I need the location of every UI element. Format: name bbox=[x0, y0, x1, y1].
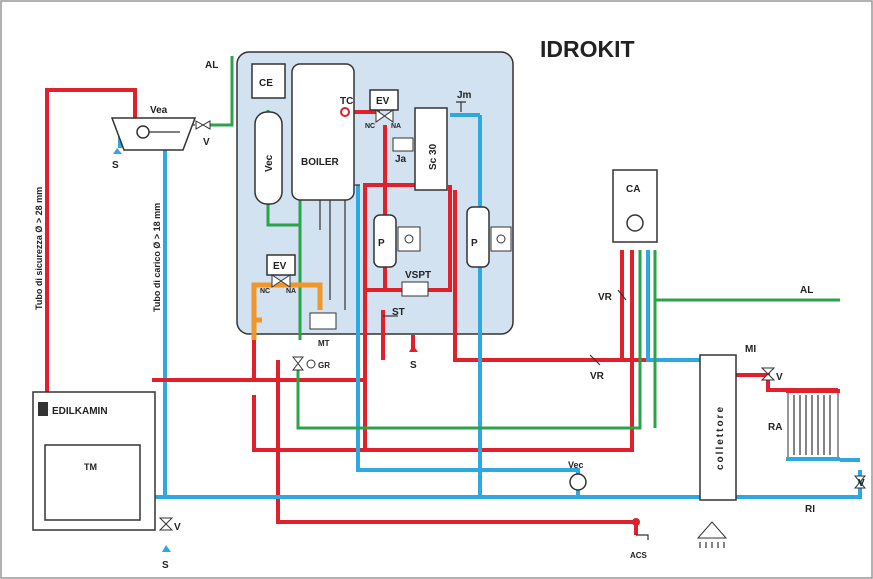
green-return-pipe bbox=[296, 200, 642, 430]
label-v-top: V bbox=[203, 137, 210, 148]
label-na-bottom: NA bbox=[286, 288, 296, 295]
tap-icon bbox=[636, 534, 649, 540]
label-st: ST bbox=[392, 307, 405, 318]
label-ev-bottom: EV bbox=[273, 261, 287, 272]
label-gr: GR bbox=[318, 361, 330, 370]
ca-pump-icon bbox=[626, 214, 644, 232]
collettore-manifold bbox=[699, 354, 737, 501]
drain-icon bbox=[113, 148, 122, 154]
acs-node bbox=[632, 518, 640, 526]
edilkamin-logo-icon bbox=[38, 402, 48, 416]
al-supply-pipe bbox=[210, 56, 234, 127]
drain-s-bottom-icon bbox=[162, 545, 171, 552]
label-tubo-sicurezza: Tubo di sicurezza Ø > 28 mm bbox=[34, 187, 44, 310]
label-v-mi: V bbox=[776, 372, 783, 383]
label-p-left: P bbox=[378, 238, 385, 249]
safety-pipe bbox=[45, 88, 137, 392]
hot-flow-main bbox=[152, 183, 415, 382]
label-mt: MT bbox=[318, 339, 330, 348]
label-tubo-carico: Tubo di carico Ø > 18 mm bbox=[152, 203, 162, 312]
ce-box bbox=[251, 63, 286, 99]
label-ce: CE bbox=[259, 78, 273, 89]
label-mi: MI bbox=[745, 344, 756, 355]
jm-vent-icon bbox=[456, 101, 466, 112]
pump-right bbox=[466, 206, 512, 268]
ja-device bbox=[392, 137, 414, 152]
ev-valve-bottom bbox=[266, 254, 296, 276]
radiator-ra bbox=[786, 389, 840, 461]
label-tm: TM bbox=[84, 462, 97, 472]
valve-v-top bbox=[195, 120, 211, 130]
vec-tank bbox=[254, 111, 283, 205]
label-p-right: P bbox=[471, 238, 478, 249]
label-al-top: AL bbox=[205, 60, 218, 71]
vec-gauge-icon bbox=[569, 473, 587, 491]
label-s-kit: S bbox=[410, 360, 417, 371]
label-vspt: VSPT bbox=[405, 270, 431, 281]
hot-return-loop bbox=[252, 250, 634, 452]
label-s-bottom: S bbox=[162, 560, 169, 571]
ev-valve-top bbox=[369, 89, 399, 111]
label-nc-bottom: NC bbox=[260, 288, 270, 295]
gr-valve bbox=[291, 356, 305, 371]
label-collettore: collettore bbox=[715, 405, 726, 470]
label-acs: ACS bbox=[630, 551, 648, 560]
shower-icon bbox=[696, 521, 728, 539]
expansion-vessel-vea bbox=[110, 117, 197, 151]
valve-ri bbox=[853, 475, 867, 489]
radiator-flow bbox=[735, 373, 838, 392]
label-vr-upper: VR bbox=[598, 292, 613, 303]
label-vr-lower: VR bbox=[590, 371, 605, 382]
vspt-valve bbox=[401, 281, 429, 297]
check-valve-lower-icon bbox=[589, 354, 601, 366]
label-ja: Ja bbox=[395, 154, 407, 165]
label-na-top: NA bbox=[391, 123, 401, 130]
label-brand: EDILKAMIN bbox=[52, 406, 108, 417]
title: IDROKIT bbox=[540, 36, 635, 62]
label-tc: TC bbox=[340, 96, 353, 107]
tc-sensor-icon bbox=[340, 107, 350, 117]
label-ri: RI bbox=[805, 504, 815, 515]
stove-tm bbox=[32, 391, 156, 531]
label-v-bottom: V bbox=[174, 522, 181, 533]
mt-mixing-valve bbox=[309, 312, 337, 330]
cold-return-main bbox=[152, 470, 862, 499]
label-al-right: AL bbox=[800, 285, 813, 296]
sc30-exchanger bbox=[414, 107, 448, 191]
label-s-vessel: S bbox=[112, 160, 119, 171]
acs-pipe bbox=[276, 360, 638, 535]
check-valve-upper-icon bbox=[617, 289, 627, 301]
label-boiler: BOILER bbox=[301, 157, 340, 168]
label-jm: Jm bbox=[457, 90, 472, 101]
pump-left bbox=[373, 214, 421, 268]
boiler-tank bbox=[291, 63, 355, 201]
label-v-ri: V bbox=[858, 478, 865, 489]
label-ev-top: EV bbox=[376, 96, 390, 107]
label-ca: CA bbox=[626, 184, 640, 195]
label-nc-top: NC bbox=[365, 123, 375, 130]
label-vec-gauge: Vec bbox=[568, 460, 584, 470]
label-vec-tank: Vec bbox=[264, 154, 275, 172]
label-vea: Vea bbox=[150, 105, 168, 116]
label-sc30: Sc 30 bbox=[428, 143, 439, 170]
label-ra: RA bbox=[768, 422, 782, 433]
valve-mi bbox=[760, 367, 776, 381]
valve-v-bottom bbox=[158, 517, 174, 531]
